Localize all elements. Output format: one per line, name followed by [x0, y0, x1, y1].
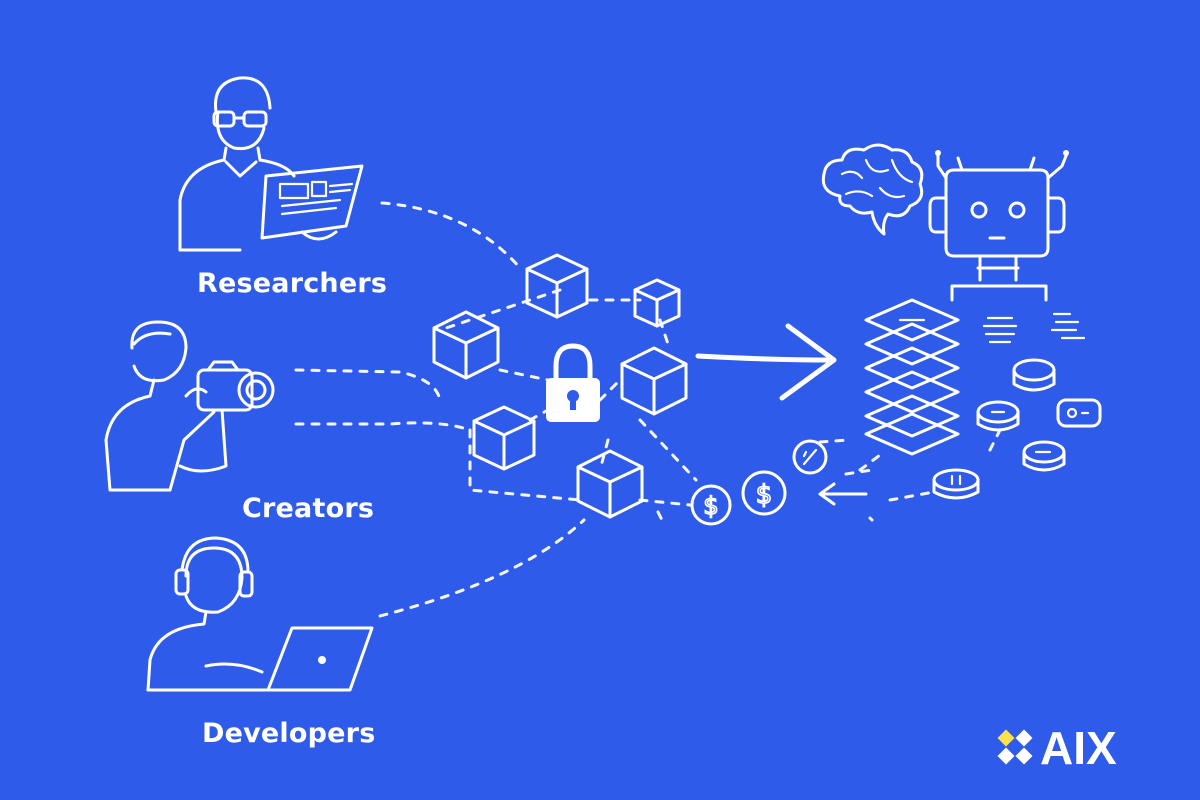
token-icon [1056, 398, 1102, 428]
dollar-coin-icon: $ [690, 484, 732, 526]
group-label-creators: Creators [242, 493, 375, 524]
connector-lines [294, 201, 1002, 618]
robot-icon [928, 150, 1069, 302]
brand-logo: AIX [997, 722, 1117, 772]
data-blocks [432, 253, 688, 519]
creator-icon [104, 320, 275, 492]
token-icon [976, 400, 1020, 432]
token-icon [1012, 358, 1056, 392]
brand-logo-mark-icon [997, 729, 1033, 765]
dollar-coin-icon: $ [741, 470, 787, 516]
data-block-icon [576, 449, 644, 519]
svg-text:$: $ [756, 480, 773, 510]
flow-arrow-icon [695, 323, 837, 401]
data-block-icon [525, 253, 589, 319]
settings-lines-icon [1050, 312, 1086, 340]
lock-icon [546, 343, 600, 422]
group-label-developers: Developers [202, 718, 376, 749]
data-block-icon [633, 278, 681, 328]
data-block-icon [432, 310, 500, 380]
developer-icon [146, 536, 374, 692]
layer-stack-icon [864, 298, 960, 456]
database-icon [982, 316, 1018, 344]
brand-logo-text: AIX [1040, 722, 1117, 772]
data-block-icon [620, 346, 688, 416]
return-arrow-icon [818, 482, 868, 506]
token-icon [1022, 440, 1066, 472]
token-icon [932, 468, 980, 500]
svg-text:$: $ [703, 492, 718, 520]
data-block-icon [472, 405, 536, 471]
token-icon [792, 439, 828, 475]
group-label-researchers: Researchers [197, 268, 388, 299]
researcher-icon [178, 76, 364, 252]
brain-icon [821, 143, 924, 236]
